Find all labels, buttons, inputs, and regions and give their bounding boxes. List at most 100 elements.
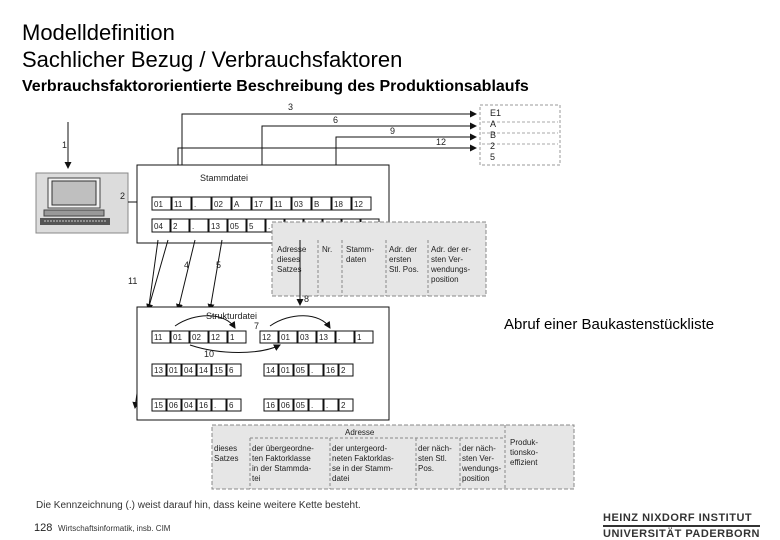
record-cell <box>308 363 324 377</box>
record-cell <box>171 196 192 211</box>
record-cell <box>278 330 298 344</box>
record-cell-value: . <box>338 333 340 342</box>
record-cell <box>251 196 272 211</box>
svg-text:Stamm-daten: Stamm-daten <box>346 245 374 264</box>
page-number: 128 <box>34 522 53 534</box>
record-cell-value: 01 <box>169 366 178 375</box>
record-cell-value: 1 <box>357 333 362 342</box>
record-cell <box>227 218 247 233</box>
record-cell <box>208 330 228 344</box>
record-cell-value: 13 <box>154 366 163 375</box>
callout-text: Abruf einer Baukastenstückliste <box>504 316 715 333</box>
computer-terminal-icon <box>35 172 129 234</box>
record-cell <box>311 196 332 211</box>
record-cell-value: . <box>268 222 270 231</box>
record-cell-value: 01 <box>281 333 290 342</box>
record-cell-value: 01 <box>173 333 182 342</box>
record-cell <box>151 330 171 344</box>
record-cell-value: 17 <box>254 200 263 209</box>
record-cell <box>196 363 212 377</box>
record-cell-value: 16 <box>199 401 208 410</box>
record-cell-value: 12 <box>262 333 271 342</box>
svg-text:der näch-sten Stl.Pos.: der näch-sten Stl.Pos. <box>418 444 452 473</box>
record-cell <box>170 330 190 344</box>
record-cell <box>227 330 247 344</box>
record-cell <box>151 196 172 211</box>
record-cell <box>323 398 339 412</box>
record-cell <box>211 363 227 377</box>
record-cell-value: 16 <box>326 366 335 375</box>
record-cell-value: 02 <box>192 333 201 342</box>
arrow-number: 5 <box>216 260 221 270</box>
slide-subtitle: Verbrauchsfaktororientierte Beschreibung… <box>22 78 529 95</box>
svg-text:der untergeord-neten Faktorkla: der untergeord-neten Faktorklas-se in de… <box>332 444 394 483</box>
record-cell-value: 6 <box>229 401 234 410</box>
svg-text:der näch-sten Ver-wendungs-pos: der näch-sten Ver-wendungs-position <box>461 444 501 483</box>
record-cell-value: 5 <box>249 222 254 231</box>
record-cell-value: 04 <box>154 222 163 231</box>
record-cell-value: 2 <box>341 401 346 410</box>
record-cell <box>338 398 354 412</box>
record-cell-value: 01 <box>154 200 163 209</box>
record-cell-value: 15 <box>154 401 163 410</box>
arrow-number: 10 <box>204 349 214 359</box>
record-cell-value: 06 <box>169 401 178 410</box>
stammdatei-label: Stammdatei <box>200 173 248 183</box>
record-cell <box>181 398 197 412</box>
output-label: E1 <box>490 108 501 118</box>
record-cell-value: A <box>234 200 240 209</box>
record-cell <box>151 218 171 233</box>
record-cell-value: 13 <box>211 222 220 231</box>
record-cell <box>226 398 242 412</box>
record-cell <box>278 363 294 377</box>
record-cell-value: 11 <box>174 200 183 209</box>
record-cell <box>226 363 242 377</box>
record-cell-value: 05 <box>296 366 305 375</box>
record-cell <box>335 330 355 344</box>
record-cell-value: 1 <box>230 333 235 342</box>
record-cell-value: 03 <box>294 200 303 209</box>
record-cell-value: 13 <box>319 333 328 342</box>
record-cell-value: B <box>314 200 319 209</box>
output-label: A <box>490 119 496 129</box>
record-cell-value: 14 <box>199 366 208 375</box>
slide-title-line2: Sachlicher Bezug / Verbrauchsfaktoren <box>22 47 403 72</box>
arrow-number: 1 <box>62 140 67 150</box>
record-cell <box>293 363 309 377</box>
record-cell <box>351 196 372 211</box>
arrow-number: 4 <box>184 260 189 270</box>
arrow-number: 2 <box>120 191 125 201</box>
record-cell <box>189 330 209 344</box>
struktur-header-top: Adresse <box>345 428 375 437</box>
footnote: Die Kennzeichnung (.) weist darauf hin, … <box>36 500 361 511</box>
record-cell <box>231 196 252 211</box>
strukturdatei-label: Strukturdatei <box>206 311 257 321</box>
record-cell-value: 05 <box>296 401 305 410</box>
record-cell <box>196 398 212 412</box>
arrow-number: 6 <box>333 115 338 125</box>
record-cell-value: 12 <box>211 333 220 342</box>
arrow-number: 8 <box>304 294 309 304</box>
record-cell-value: . <box>326 401 328 410</box>
record-cell <box>323 363 339 377</box>
record-cell <box>293 398 309 412</box>
record-cell <box>263 363 279 377</box>
record-cell <box>151 363 167 377</box>
record-cell-value: 04 <box>184 366 193 375</box>
record-cell <box>151 398 167 412</box>
record-cell <box>189 218 209 233</box>
record-cell-value: 15 <box>214 366 223 375</box>
record-cell <box>331 196 352 211</box>
arrow-number: 11 <box>128 276 137 286</box>
svg-text:Nr.: Nr. <box>322 245 332 254</box>
course-name: Wirtschaftsinformatik, insb. CIM <box>58 524 171 533</box>
record-cell-value: 14 <box>266 366 275 375</box>
record-cell <box>263 398 279 412</box>
record-cell-value: 6 <box>229 366 234 375</box>
